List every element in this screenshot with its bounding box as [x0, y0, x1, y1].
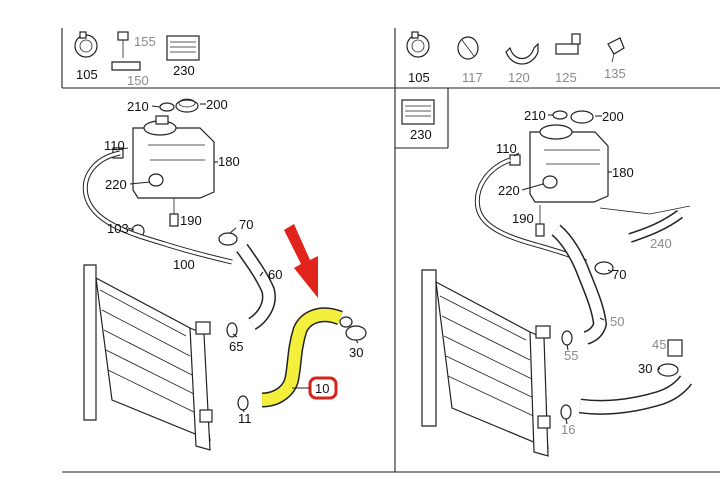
callout-190: 190 [180, 213, 202, 228]
right-diagram: 210 200 110 180 220 190 240 70 50 55 45 … [421, 108, 692, 457]
warning-label-icon[interactable] [401, 99, 435, 125]
r-callout-110: 110 [496, 141, 517, 156]
callout-180: 180 [218, 154, 240, 169]
header-label-155: 155 [134, 34, 156, 49]
o-ring-16[interactable] [560, 404, 572, 420]
left-header: 105 155 150 230 [74, 31, 200, 88]
lower-hose-10[interactable] [261, 308, 343, 406]
sensor-190[interactable] [535, 205, 545, 237]
r-header-label-105: 105 [408, 70, 430, 85]
hose-holder-icon[interactable] [505, 42, 539, 65]
radiator[interactable] [421, 269, 551, 457]
expansion-tank[interactable] [529, 124, 609, 203]
r-callout-220: 220 [498, 183, 520, 198]
r-callout-210: 210 [524, 108, 546, 123]
r-callout-16: 16 [561, 422, 575, 437]
badge-label-10: 10 [315, 381, 329, 396]
o-ring-65[interactable] [226, 322, 238, 338]
r-callout-240: 240 [650, 236, 672, 251]
seal-ring-210[interactable] [552, 110, 568, 120]
hose-clamp-icon[interactable] [406, 31, 430, 58]
callout-100: 100 [173, 257, 195, 272]
arrow-down-icon [284, 224, 318, 298]
callout-60: 60 [268, 267, 282, 282]
header-label-105: 105 [76, 67, 98, 82]
clip-110[interactable] [509, 154, 521, 166]
clip-icon[interactable] [607, 37, 625, 63]
o-ring-11[interactable] [237, 395, 249, 411]
r-callout-50: 50 [610, 314, 624, 329]
o-ring-55[interactable] [561, 330, 573, 346]
sensor-190[interactable] [169, 198, 179, 227]
left-diagram: 10 210 200 110 180 220 190 103 70 100 60… [82, 97, 367, 451]
r-header-label-125: 125 [555, 70, 577, 85]
bolt-bracket-icon[interactable] [111, 31, 141, 71]
spring-clamp-icon[interactable] [457, 36, 479, 60]
header-label-150: 150 [127, 73, 149, 88]
expansion-tank[interactable] [132, 115, 215, 199]
r-header-label-120: 120 [508, 70, 530, 85]
r-callout-190: 190 [512, 211, 534, 226]
callout-200: 200 [206, 97, 228, 112]
callout-70: 70 [239, 217, 253, 232]
callout-11: 11 [238, 411, 252, 426]
r-callout-200: 200 [602, 109, 624, 124]
callout-220: 220 [105, 177, 127, 192]
r-header-label-117: 117 [462, 70, 483, 85]
r-callout-30: 30 [638, 361, 652, 376]
bracket-icon[interactable] [555, 33, 581, 55]
tank-cap[interactable] [175, 98, 199, 113]
clamp-30b[interactable] [339, 316, 353, 328]
hose-clamp-icon[interactable] [74, 31, 98, 58]
clamp-70[interactable] [218, 232, 238, 246]
clamp-30[interactable] [657, 363, 679, 377]
r-header-label-230: 230 [410, 127, 432, 142]
callout-110: 110 [104, 138, 125, 153]
callout-210: 210 [127, 99, 149, 114]
tank-cap[interactable] [570, 110, 594, 124]
callout-103: 103 [107, 221, 129, 236]
seal-ring-210[interactable] [159, 102, 175, 112]
grommet-220[interactable] [542, 175, 558, 189]
r-callout-45: 45 [652, 337, 666, 352]
r-callout-55: 55 [564, 348, 578, 363]
warning-label-icon[interactable] [166, 35, 200, 61]
highlight-badge[interactable]: 10 [308, 376, 338, 400]
clamp-30[interactable] [345, 325, 367, 341]
clamp-70[interactable] [594, 261, 614, 275]
right-header: 105 117 120 125 135 230 [401, 31, 626, 142]
header-label-230: 230 [173, 63, 195, 78]
r-callout-70: 70 [612, 267, 626, 282]
radiator[interactable] [83, 264, 213, 451]
callout-30: 30 [349, 345, 363, 360]
r-header-label-135: 135 [604, 66, 626, 81]
cap-45[interactable] [667, 339, 683, 357]
callout-65: 65 [229, 339, 243, 354]
frame-lines [61, 28, 720, 473]
grommet-220[interactable] [148, 173, 164, 187]
r-callout-180: 180 [612, 165, 634, 180]
